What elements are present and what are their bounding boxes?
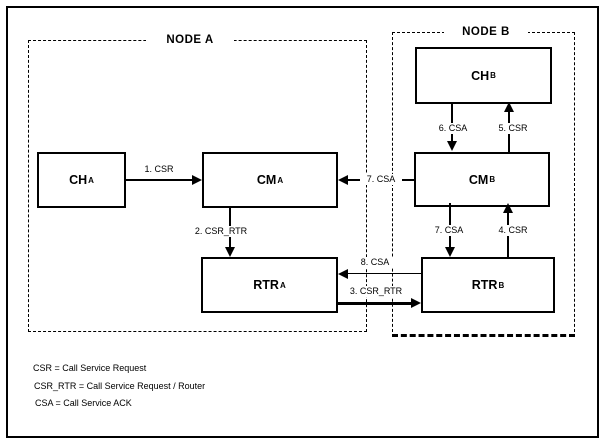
arrow-2-down-arrowhead-icon xyxy=(225,247,235,257)
arrow-4-label: 4. CSR xyxy=(493,225,533,236)
arrow-3-right-arrowhead-icon xyxy=(411,298,421,308)
box-ch-b-label: CH xyxy=(471,68,490,83)
arrow-5-label: 5. CSR xyxy=(493,123,533,134)
arrow-3-line xyxy=(336,302,411,305)
box-cm-a-label: CM xyxy=(256,173,277,187)
box-rtr-b-label: RTR xyxy=(471,278,498,292)
arrow-7-rtr-down-arrowhead-icon xyxy=(445,247,455,257)
box-ch-a-subscript: A xyxy=(88,175,94,185)
box-ch-a-label: CH xyxy=(69,173,88,187)
arrow-1-line xyxy=(126,179,192,181)
arrow-3-label: 3. CSR_RTR xyxy=(342,286,410,297)
arrow-6-line xyxy=(451,102,453,141)
legend-csr-rtr: CSR_RTR = Call Service Request / Router xyxy=(34,381,206,391)
box-rtr-a-label: RTR xyxy=(253,278,279,292)
arrow-5-up-arrowhead-icon xyxy=(504,102,514,112)
box-cm-a-subscript: A xyxy=(277,175,284,185)
arrow-7-cm-label: 7. CSA xyxy=(360,174,402,185)
box-cm-b-subscript: B xyxy=(489,175,496,184)
box-rtr-b-subscript: B xyxy=(498,280,505,290)
legend-csa: CSA = Call Service ACK xyxy=(35,398,132,408)
arrow-8-label: 8. CSA xyxy=(355,257,395,268)
arrow-6-down-arrowhead-icon xyxy=(447,141,457,151)
node-a-title: NODE A xyxy=(146,33,234,47)
box-cm-b-label: CM xyxy=(468,172,489,187)
arrow-1-right-arrowhead-icon xyxy=(192,175,202,185)
arrow-7-cm-left-arrowhead-icon xyxy=(338,175,348,185)
arrow-8-left-arrowhead-icon xyxy=(338,269,348,279)
arrow-2-label: 2. CSR_RTR xyxy=(186,226,256,237)
node-b-title: NODE B xyxy=(444,25,528,39)
arrow-1-label: 1. CSR xyxy=(144,164,174,174)
box-ch-b-subscript: B xyxy=(490,71,496,80)
box-rtr-a-subscript: A xyxy=(279,280,286,290)
legend-csr: CSR = Call Service Request xyxy=(33,363,147,373)
arrow-4-up-arrowhead-icon xyxy=(503,203,513,213)
arrow-7-rtr-label: 7. CSA xyxy=(429,225,469,236)
arrow-6-label: 6. CSA xyxy=(433,123,473,134)
arrow-8-line xyxy=(348,273,421,274)
